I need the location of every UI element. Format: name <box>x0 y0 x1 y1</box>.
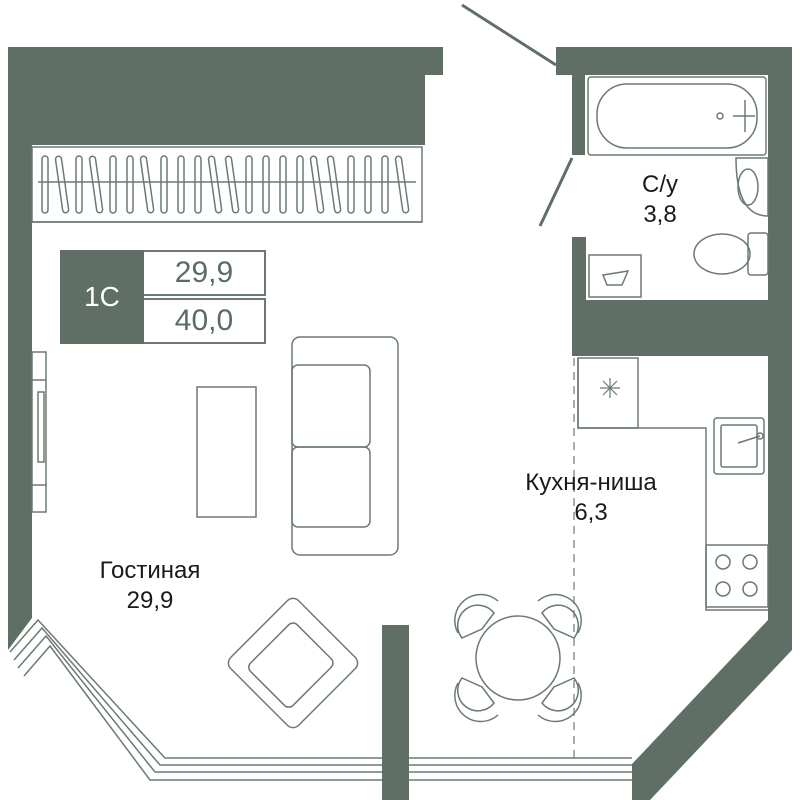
hanger <box>139 155 155 214</box>
chair <box>454 677 499 723</box>
hanger <box>177 155 185 214</box>
bathroom-fixtures <box>587 76 769 298</box>
room-name: С/у <box>642 171 678 198</box>
armchair <box>227 597 359 729</box>
room-label-kitchen: Кухня-ниша 6,3 <box>500 468 682 528</box>
dining-table <box>454 593 582 723</box>
room-area: 29,9 <box>126 587 174 614</box>
hanger <box>160 155 168 214</box>
coffee-table <box>196 386 257 518</box>
hanger <box>194 155 202 214</box>
hanger <box>109 155 117 214</box>
hanger <box>262 155 270 214</box>
room-area: 6,3 <box>574 499 608 526</box>
fridge <box>577 357 639 429</box>
hanger <box>309 155 325 214</box>
hanger <box>88 155 104 214</box>
furniture <box>196 336 582 729</box>
hanger <box>279 155 287 214</box>
washing-machine <box>588 254 642 298</box>
hanger <box>224 155 240 214</box>
hanger <box>126 155 134 214</box>
hanger <box>41 155 49 214</box>
hanger <box>364 155 372 214</box>
room-label-living: Гостиная 29,9 <box>80 556 220 616</box>
washbasin <box>735 157 769 217</box>
hanger <box>394 155 410 214</box>
living-area-value: 29,9 <box>144 250 266 296</box>
toilet <box>693 232 769 276</box>
room-name: Кухня-ниша <box>525 469 657 496</box>
doors <box>461 3 574 227</box>
freezer-icon <box>600 378 620 398</box>
hanger <box>245 155 253 214</box>
wardrobe <box>31 146 423 223</box>
chair <box>537 677 582 723</box>
room-label-bathroom: С/у 3,8 <box>622 170 698 230</box>
hanger <box>326 155 342 214</box>
walls <box>8 47 792 800</box>
hanger <box>347 155 355 214</box>
hanger <box>54 155 70 214</box>
kitchen-sink <box>713 417 765 475</box>
apartment-type: 1С <box>60 250 144 344</box>
hanger <box>296 155 304 214</box>
room-name: Гостиная <box>99 557 201 584</box>
cooktop <box>705 544 769 608</box>
total-area-value: 40,0 <box>144 298 266 344</box>
kitchen-counter <box>577 357 769 611</box>
wardrobe-hangers <box>41 155 410 214</box>
hanger <box>75 155 83 214</box>
hanger <box>381 155 389 214</box>
chair <box>537 593 582 639</box>
area-badge: 1С 29,9 40,0 <box>60 250 266 344</box>
windows <box>9 351 632 781</box>
chair <box>454 593 499 639</box>
room-area: 3,8 <box>643 201 677 228</box>
sofa <box>291 336 399 556</box>
hanger <box>207 155 223 214</box>
bathtub <box>587 76 767 156</box>
